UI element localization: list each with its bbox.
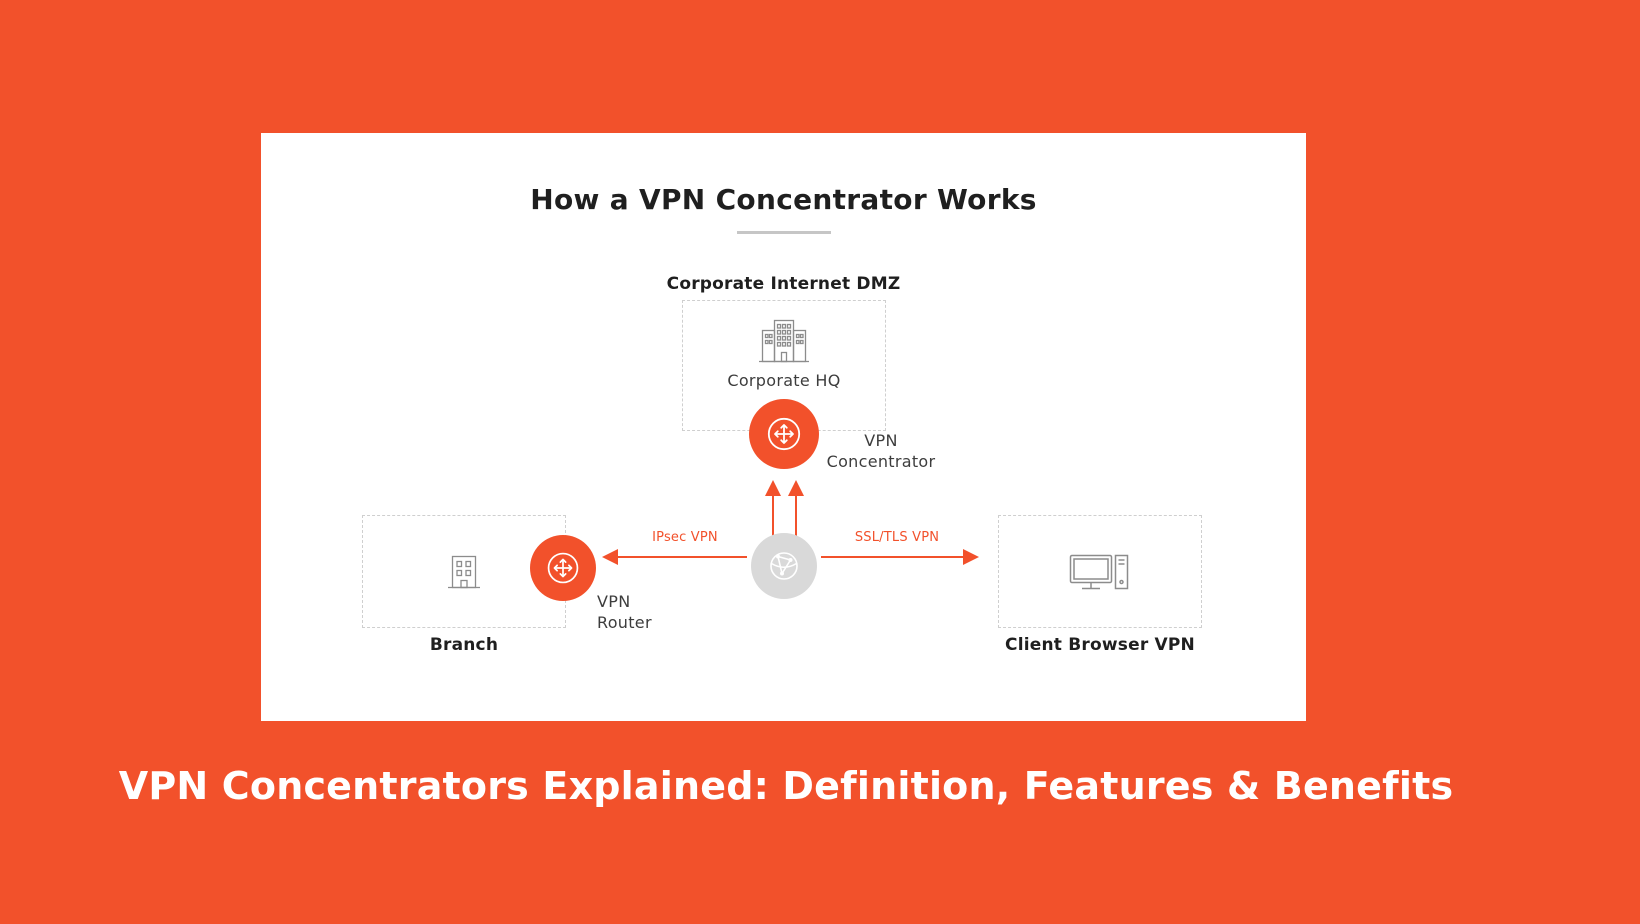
vpn-router-label-line1: VPN — [597, 592, 631, 611]
dmz-label: Corporate Internet DMZ — [666, 274, 901, 294]
page-headline: VPN Concentrators Explained: Definition,… — [118, 764, 1454, 808]
vpn-concentrator-label-line1: VPN — [864, 431, 898, 450]
title-divider — [736, 231, 831, 234]
corporate-hq-label: Corporate HQ — [727, 371, 841, 390]
vpn-concentrator-node — [749, 399, 819, 469]
globe-network-icon — [770, 552, 798, 580]
vpn-concentrator-label-line2: Concentrator — [826, 452, 936, 471]
client-browser-vpn-label: Client Browser VPN — [1005, 635, 1195, 655]
vpn-router-node — [530, 535, 596, 601]
diagram-card: How a VPN Concentrator Works Corporate I… — [261, 133, 1306, 721]
router-icon — [767, 417, 801, 451]
desktop-computer-icon — [1069, 554, 1129, 589]
vpn-concentrator-label: VPN Concentrator — [819, 430, 943, 472]
branch-label: Branch — [429, 635, 499, 655]
internet-globe — [751, 533, 817, 599]
ssl-tls-vpn-label: SSL/TLS VPN — [854, 530, 940, 545]
vpn-router-label-line2: Router — [597, 613, 652, 632]
router-icon — [547, 552, 579, 584]
small-building-icon — [448, 555, 480, 588]
vpn-router-label: VPN Router — [597, 591, 652, 633]
ipsec-vpn-label: IPsec VPN — [652, 530, 718, 545]
diagram-title: How a VPN Concentrator Works — [530, 183, 1037, 216]
client-box — [998, 515, 1202, 628]
office-building-icon — [759, 319, 809, 363]
